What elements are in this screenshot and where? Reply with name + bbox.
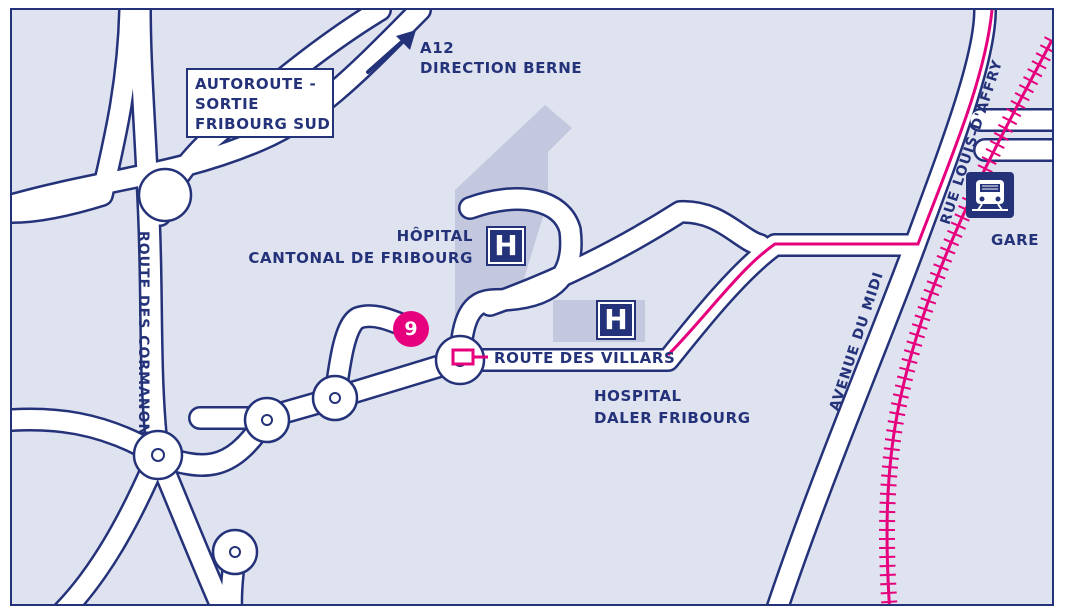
hospital-cantonal-grounds xyxy=(455,105,572,330)
train-station-icon xyxy=(966,172,1014,218)
exit-number-badge: 9 xyxy=(393,311,429,347)
route-highlight xyxy=(666,10,994,357)
route-des-cormanon-label: ROUTE DES CORMANON xyxy=(135,231,151,437)
destination-marker xyxy=(451,348,475,366)
hospital-icon: H xyxy=(486,226,526,266)
hopital-cantonal-label: HÔPITAL CANTONAL DE FRIBOURG xyxy=(248,227,473,267)
a12-direction-label: A12 DIRECTION BERNE xyxy=(420,39,583,77)
railway xyxy=(879,36,1052,604)
hospital-daler-label: HOSPITAL DALER FRIBOURG xyxy=(594,387,751,427)
arrow-northeast-icon xyxy=(366,30,416,74)
route-des-villars-label: ROUTE DES VILLARS xyxy=(494,349,676,367)
highway-exit-sign: AUTOROUTE - SORTIE FRIBOURG SUD xyxy=(186,68,334,138)
gare-label: GARE xyxy=(991,231,1040,249)
hospital-icon: H xyxy=(596,300,636,340)
